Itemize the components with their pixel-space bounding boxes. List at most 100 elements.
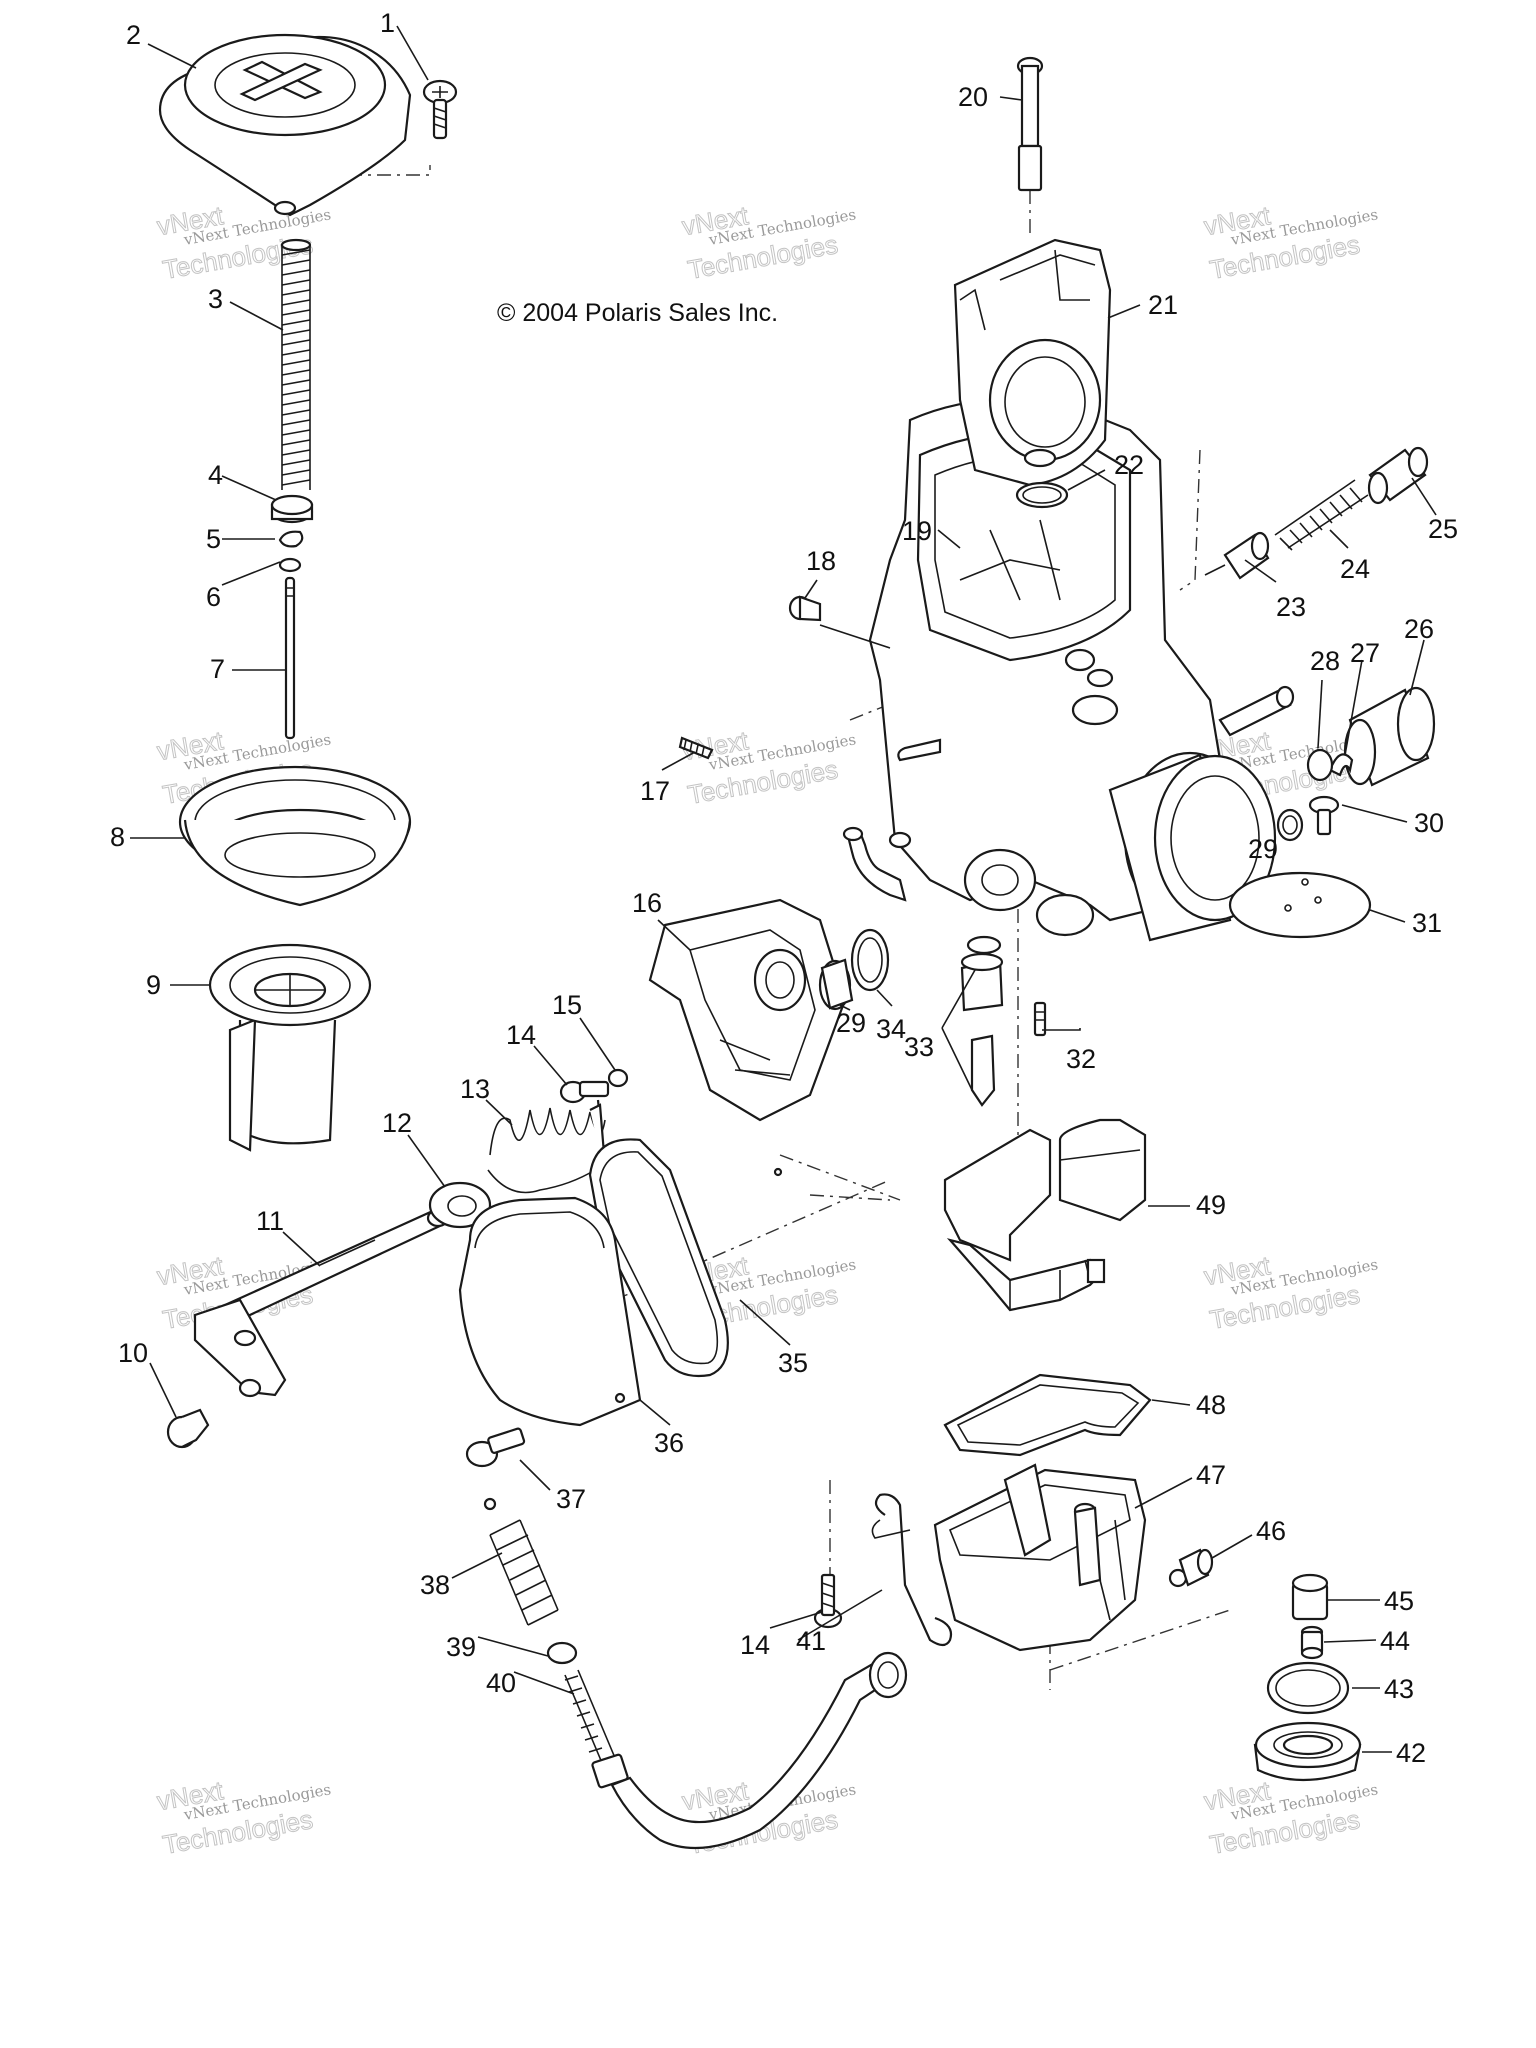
watermark: vNext vNext Technologies Technologies xyxy=(679,725,857,811)
part-25-nut xyxy=(1367,446,1429,505)
part-20-plunger-rod xyxy=(1016,56,1044,192)
callout-42: 42 xyxy=(1396,1738,1426,1768)
part-38-spring xyxy=(483,1497,559,1626)
part-27-clip xyxy=(1328,753,1354,777)
callout-14: 14 xyxy=(506,1020,536,1050)
callout-41: 41 xyxy=(796,1626,826,1656)
part-1-screw xyxy=(422,79,458,140)
callout-26: 26 xyxy=(1404,614,1434,644)
part-29-o-ring-upper xyxy=(1276,808,1304,842)
part-23-choke-plunger xyxy=(1204,531,1270,580)
callout-30: 30 xyxy=(1414,808,1444,838)
part-42-drain-plug xyxy=(1253,1721,1362,1782)
part-15-washer xyxy=(607,1068,629,1088)
part-6-washer xyxy=(278,557,302,573)
callout-15: 15 xyxy=(552,990,582,1020)
part-48-float-bowl-gasket xyxy=(943,1373,1152,1457)
callout-48: 48 xyxy=(1196,1390,1226,1420)
callout-16: 16 xyxy=(632,888,662,918)
part-37-screw xyxy=(465,1427,526,1468)
callout-8: 8 xyxy=(110,822,125,852)
callout-49: 49 xyxy=(1196,1190,1226,1220)
part-3-spring xyxy=(280,238,312,490)
callout-numbers: 1 2 3 4 5 6 7 8 9 10 11 12 13 14 15 16 1… xyxy=(110,8,1458,1768)
part-5-clip xyxy=(278,530,304,548)
callout-18: 18 xyxy=(806,546,836,576)
part-11-throttle-shaft xyxy=(193,1208,450,1398)
callout-46: 46 xyxy=(1256,1516,1286,1546)
part-47-float-bowl xyxy=(933,1463,1147,1652)
leader-lines xyxy=(130,25,1437,1753)
callout-2: 2 xyxy=(126,20,141,50)
callout-34: 34 xyxy=(876,1014,906,1044)
callout-37: 37 xyxy=(556,1484,586,1514)
part-21-throttle-housing xyxy=(953,238,1112,487)
watermark: vNext vNext Technologies Technologies xyxy=(679,200,857,286)
callout-22: 22 xyxy=(1114,450,1144,480)
callout-24: 24 xyxy=(1340,554,1370,584)
part-40-screw xyxy=(564,1669,629,1789)
part-36-cover xyxy=(458,1196,642,1427)
part-14-screw-lower xyxy=(813,1573,843,1629)
copyright-notice: © 2004 Polaris Sales Inc. xyxy=(497,299,779,327)
part-26-cap xyxy=(1343,686,1436,787)
drain-hose xyxy=(610,1651,908,1850)
callout-29-lower: 29 xyxy=(836,1008,866,1038)
callout-1: 1 xyxy=(380,8,395,38)
part-34-o-ring xyxy=(850,928,890,992)
watermark: vNext vNext Technologies Technologies xyxy=(1201,200,1379,286)
callout-27: 27 xyxy=(1350,638,1380,668)
callout-6: 6 xyxy=(206,582,221,612)
callout-47: 47 xyxy=(1196,1460,1226,1490)
callout-14-lower: 14 xyxy=(740,1630,770,1660)
callout-5: 5 xyxy=(206,524,221,554)
part-28-o-ring xyxy=(1306,748,1334,782)
part-24-spring xyxy=(1274,479,1369,551)
part-22-o-ring xyxy=(1015,481,1069,509)
callout-36: 36 xyxy=(654,1428,684,1458)
callout-17: 17 xyxy=(640,776,670,806)
callout-35: 35 xyxy=(778,1348,808,1378)
callout-3: 3 xyxy=(208,284,223,314)
part-8-diaphragm xyxy=(178,765,412,907)
part-13-coil-spring xyxy=(487,1099,608,1194)
part-35-gasket xyxy=(588,1138,729,1378)
part-29-o-ring-lower xyxy=(818,958,854,1011)
callout-20: 20 xyxy=(958,82,988,112)
part-4-retainer xyxy=(270,494,314,524)
callout-12: 12 xyxy=(382,1108,412,1138)
part-43-o-ring xyxy=(1266,1661,1350,1715)
part-32-jet xyxy=(1033,1001,1047,1037)
part-7-jet-needle xyxy=(284,576,296,740)
callout-44: 44 xyxy=(1380,1626,1410,1656)
callout-39: 39 xyxy=(446,1632,476,1662)
part-49-float xyxy=(943,1118,1147,1312)
callout-31: 31 xyxy=(1412,908,1442,938)
callout-38: 38 xyxy=(420,1570,450,1600)
callout-13: 13 xyxy=(460,1074,490,1104)
part-46-plug xyxy=(1168,1548,1214,1588)
callout-11: 11 xyxy=(256,1206,284,1236)
callout-9: 9 xyxy=(146,970,161,1000)
part-9-throttle-piston xyxy=(208,943,372,1152)
callout-10: 10 xyxy=(118,1338,148,1368)
callout-43: 43 xyxy=(1384,1674,1414,1704)
part-12-washer xyxy=(428,1181,492,1229)
watermark: vNext vNext Technologies Technologies xyxy=(1201,1250,1379,1336)
callout-45: 45 xyxy=(1384,1586,1414,1616)
part-18-plug xyxy=(788,595,822,622)
part-39-washer xyxy=(546,1641,578,1665)
callout-29: 29 xyxy=(1248,834,1278,864)
part-19-carburetor-body xyxy=(842,398,1295,942)
part-17-pilot-screw xyxy=(678,736,714,760)
callout-33: 33 xyxy=(904,1032,934,1062)
part-16-housing xyxy=(648,898,847,1177)
part-2-top-cover xyxy=(158,33,412,217)
callout-23: 23 xyxy=(1276,592,1306,622)
callout-40: 40 xyxy=(486,1668,516,1698)
part-44-jet xyxy=(1300,1625,1324,1660)
callout-7: 7 xyxy=(210,654,225,684)
part-31-throttle-plate xyxy=(1228,871,1372,939)
part-30-screw xyxy=(1308,795,1340,836)
